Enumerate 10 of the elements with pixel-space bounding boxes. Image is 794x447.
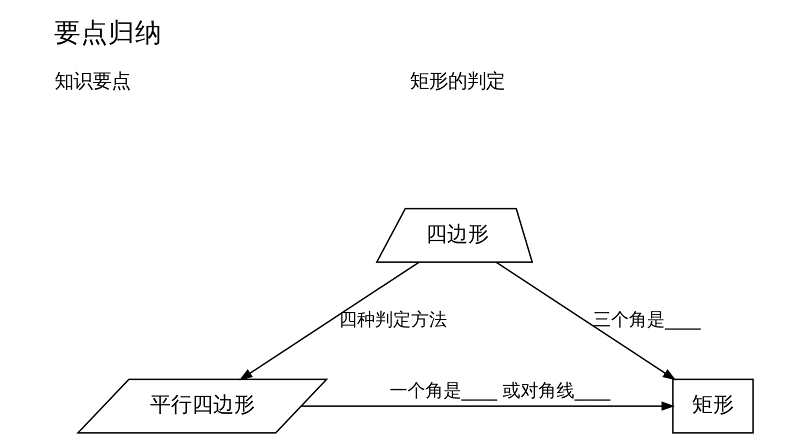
edge-label: 三个角是____ (592, 309, 700, 330)
arrow (238, 262, 419, 380)
edge-label: 一个角是____ 或对角线____ (388, 380, 610, 402)
label: 矩形的判定 (410, 70, 505, 93)
node-box: 矩形 (672, 378, 754, 434)
arrow (496, 262, 676, 380)
edge-label: 四种判定方法 (338, 309, 447, 330)
label: 知识要点 (54, 70, 130, 93)
arrow (300, 401, 674, 411)
diagram-title: 要点归纳 (54, 17, 162, 48)
